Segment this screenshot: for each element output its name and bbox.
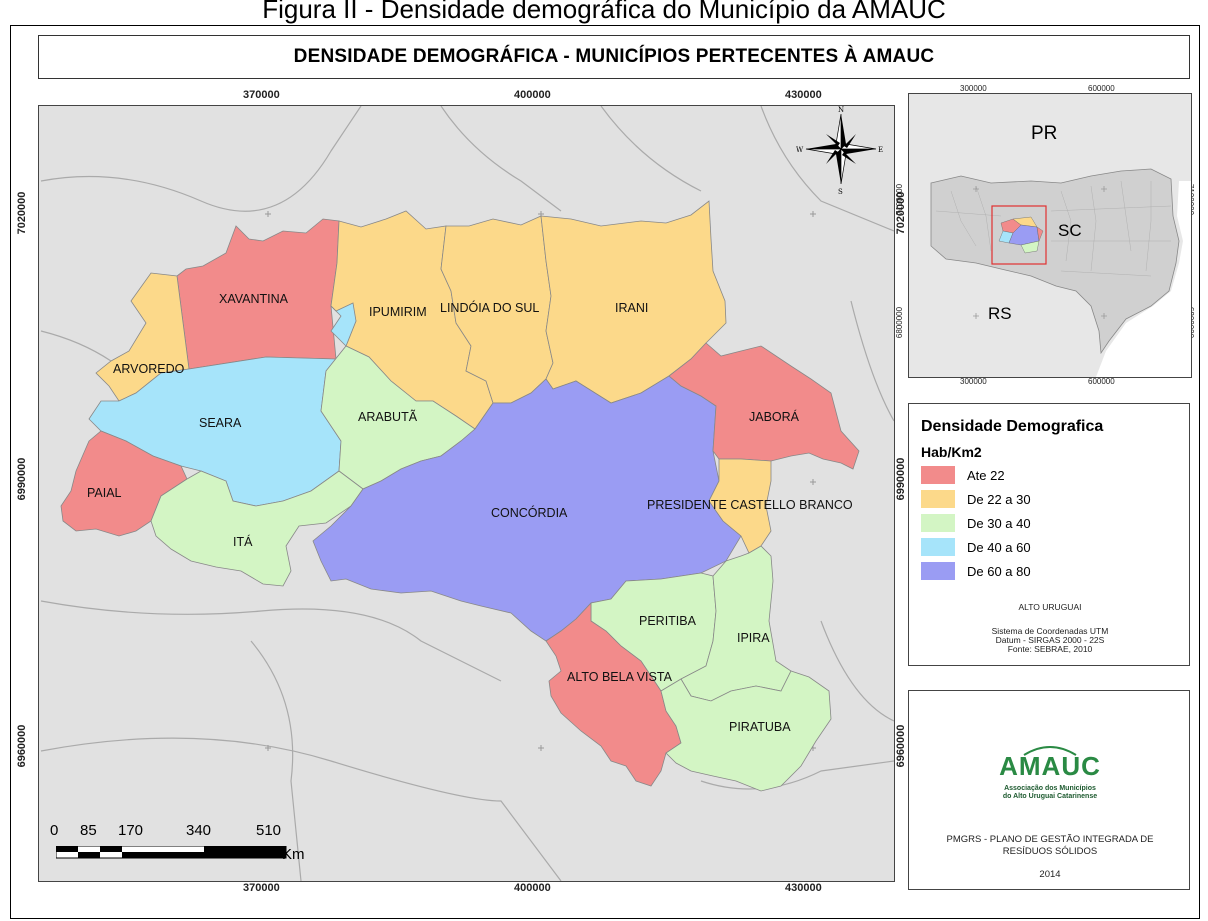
locator-map[interactable]: PR SC RS [908,93,1192,378]
legend-item-22-30: De 22 a 30 [921,490,1031,508]
compass-w: W [796,146,804,154]
state-label-sc: SC [1058,221,1082,240]
ita-area [150,470,364,587]
legend-region: ALTO URUGUAI [1018,602,1082,612]
legend-item-label: Ate 22 [967,467,1005,483]
x-tick-top-1: 370000 [243,89,280,101]
legend-datum: Datum - SIRGAS 2000 - 22S [995,635,1105,645]
credits-panel: AMAUC Associação dos Municípios do Alto … [908,690,1190,890]
legend-item-label: De 60 a 80 [967,563,1031,579]
legend-title: Densidade Demografica [921,418,1104,435]
label-irani: IRANI [615,301,648,315]
x-tick-top-3: 430000 [785,89,822,101]
inset-y-tick-left-2: 6800000 [895,306,905,339]
label-arabuta: ARABUTÃ [358,410,418,424]
scale-bar-graphic [56,846,287,859]
legend-panel: Densidade Demografica Hab/Km2 Ate 22 De … [908,403,1190,666]
scale-bar: 0 85 170 340 510 Km [46,822,305,870]
logo-subtitle-1: Associação dos Municípios [1004,785,1096,792]
scale-label-0: 0 [50,822,59,839]
state-label-rs: RS [988,304,1012,323]
legend-item-30-40: De 30 a 40 [921,514,1031,532]
label-peritiba: PERITIBA [639,614,697,628]
legend-source: Fonte: SEBRAE, 2010 [1007,644,1093,654]
label-xavantina: XAVANTINA [219,292,289,306]
jabora-area [668,342,860,470]
plan-title-2: RESÍDUOS SÓLIDOS [1002,846,1098,857]
label-ipira: IPIRA [737,631,770,645]
legend-unit: Hab/Km2 [921,444,982,460]
y-tick-left-3: 6960000 [16,724,28,768]
legend-swatch [921,562,955,580]
compass-e: E [878,146,883,154]
y-tick-right-3: 6960000 [895,724,907,768]
label-alto-bela-vista: ALTO BELA VISTA [567,670,673,684]
legend-item-label: De 22 a 30 [967,491,1031,507]
legend-item-ate-22: Ate 22 [921,466,1005,484]
x-tick-top-2: 400000 [514,89,551,101]
piratuba-area [660,670,832,792]
scale-unit: Km [282,846,305,863]
inset-x-tick-top-1: 300000 [960,84,987,93]
scale-label-85: 85 [80,822,97,839]
y-tick-left-2: 6990000 [16,457,28,501]
legend-item-label: De 40 a 60 [967,539,1031,555]
compass-n: N [838,106,844,114]
legend-swatch [921,490,955,508]
label-paial: PAIAL [87,486,122,500]
main-map[interactable]: XAVANTINA ARVOREDO IPUMIRIM LINDÓIA DO S… [38,105,895,882]
legend-item-40-60: De 40 a 60 [921,538,1031,556]
legend-system: Sistema de Coordenadas UTM [991,626,1109,636]
label-ipumirim: IPUMIRIM [369,305,427,319]
label-seara: SEARA [199,416,242,430]
state-label-pr: PR [1031,123,1057,144]
label-concordia: CONCÓRDIA [491,505,568,520]
inset-x-tick-bottom-1: 300000 [960,377,987,386]
x-tick-bottom-1: 370000 [243,882,280,894]
x-tick-bottom-2: 400000 [514,882,551,894]
legend-swatch [921,514,955,532]
label-piratuba: PIRATUBA [729,720,791,734]
scale-label-510: 510 [256,822,282,839]
y-tick-right-2: 6990000 [895,457,907,501]
label-lindoia-do-sul: LINDÓIA DO SUL [440,300,539,315]
x-tick-bottom-3: 430000 [785,882,822,894]
map-title: DENSIDADE DEMOGRÁFICA - MUNICÍPIOS PERTE… [38,35,1190,79]
figure-caption: Figura II - Densidade demográfica do Mun… [262,0,946,24]
plan-title-1: PMGRS - PLANO DE GESTÃO INTEGRADA DE [946,834,1154,845]
label-ita: ITÁ [233,534,253,549]
inset-x-tick-top-2: 600000 [1088,84,1115,93]
sc-state-area [930,168,1180,355]
legend-item-label: De 30 a 40 [967,515,1031,531]
compass-s: S [838,188,843,196]
legend-swatch [921,466,955,484]
scale-label-170: 170 [118,822,144,839]
amauc-logo: AMAUC [999,751,1101,781]
inset-y-tick-left-1: 7100000 [895,183,905,216]
scale-label-340: 340 [186,822,212,839]
label-presidente-castello-branco: PRESIDENTE CASTELLO BRANCO [647,498,853,512]
logo-subtitle-2: do Alto Uruguai Catarinense [1002,793,1098,800]
amauc-logo-icon [1023,746,1077,756]
legend-swatch [921,538,955,556]
inset-x-tick-bottom-2: 600000 [1088,377,1115,386]
credit-year: 2014 [1039,869,1061,880]
label-arvoredo: ARVOREDO [113,362,185,376]
locator-highlight-box [991,205,1047,265]
legend-item-60-80: De 60 a 80 [921,562,1031,580]
y-tick-left-1: 7020000 [16,191,28,235]
label-jabora: JABORÁ [749,409,800,424]
compass-rose-icon: N S E W [796,106,883,196]
